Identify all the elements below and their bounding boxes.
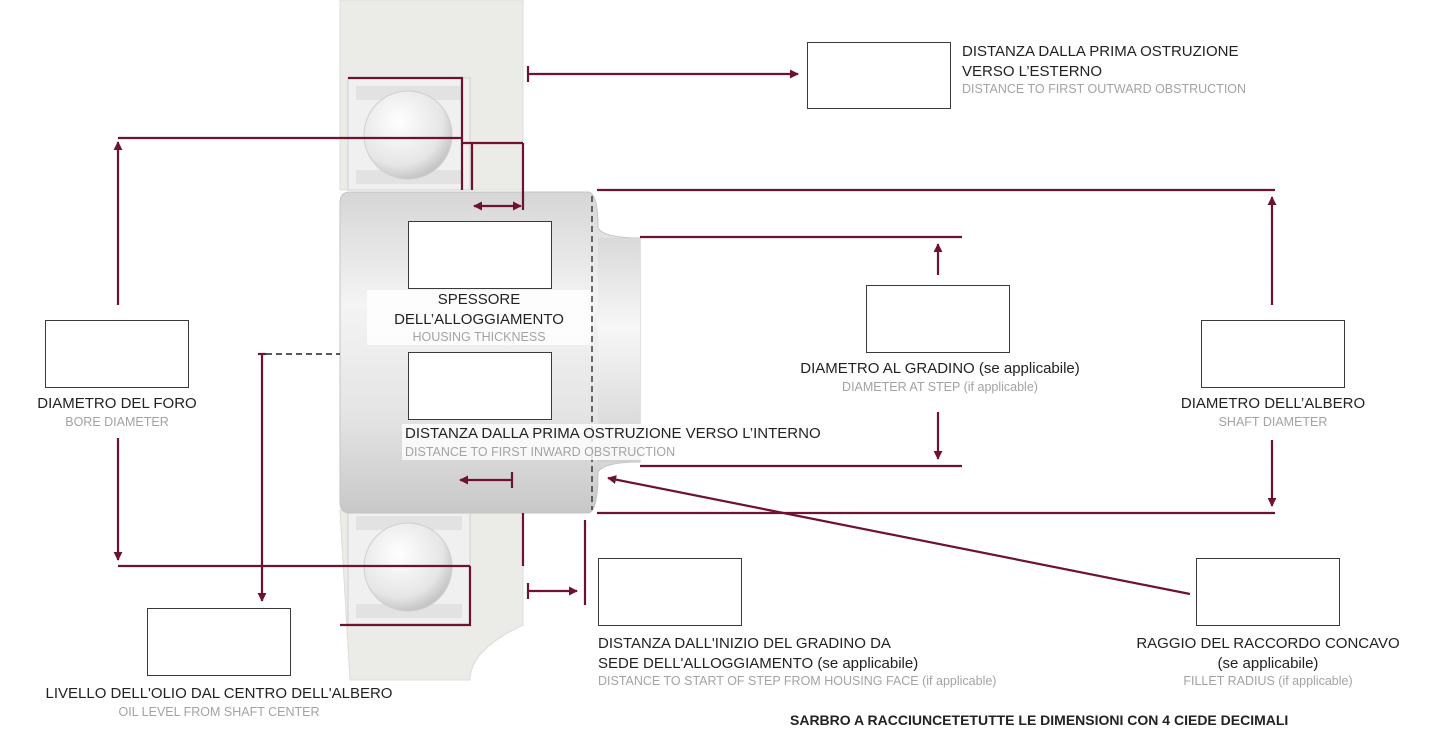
bore-diameter-label-en: BORE DIAMETER — [65, 414, 169, 429]
step-diameter-box[interactable] — [866, 285, 1010, 353]
inward-label-it: DISTANZA DALLA PRIMA OSTRUZIONE VERSO L’… — [405, 425, 821, 442]
fillet-label-it-1: RAGGIO DEL RACCORDO CONCAVO — [1136, 635, 1400, 652]
step-start-box[interactable] — [598, 558, 742, 626]
step-start-label-it-2: SEDE DELL'ALLOGGIAMENTO (se applicabile) — [598, 654, 919, 672]
bore-diameter-box[interactable] — [45, 320, 189, 388]
oil-level-label-it: LIVELLO DELL'OLIO DAL CENTRO DELL'ALBERO — [45, 685, 393, 702]
outward-label-it-1: DISTANZA DALLA PRIMA OSTRUZIONE — [962, 43, 1239, 60]
oil-level-label: LIVELLO DELL'OLIO DAL CENTRO DELL'ALBERO… — [3, 684, 435, 720]
fillet-radius-label: RAGGIO DEL RACCORDO CONCAVO (se applicab… — [1120, 634, 1416, 689]
step-diameter-label: DIAMETRO AL GRADINO (se applicabile) DIA… — [754, 359, 1126, 395]
housing-thickness-label-it-2: DELL’ALLOGGIAMENTO — [394, 310, 564, 328]
housing-thickness-label: SPESSORE DELL’ALLOGGIAMENTO HOUSING THIC… — [367, 290, 591, 346]
outward-obstruction-box[interactable] — [807, 42, 951, 109]
inward-label-en: DISTANCE TO FIRST INWARD OBSTRUCTION — [405, 444, 676, 459]
step-start-label: DISTANZA DALL'INIZIO DEL GRADINO DA SEDE… — [598, 634, 996, 689]
fillet-label-it-2: (se applicabile) — [1217, 654, 1319, 672]
shaft-diameter-label: DIAMETRO DELL’ALBERO SHAFT DIAMETER — [1143, 394, 1403, 430]
step-start-label-it-1: DISTANZA DALL'INIZIO DEL GRADINO DA — [598, 635, 891, 652]
shaft-diameter-label-en: SHAFT DIAMETER — [1218, 414, 1328, 429]
step-diameter-label-it: DIAMETRO AL GRADINO (se applicabile) — [800, 360, 1080, 377]
step-diameter-label-en: DIAMETER AT STEP (if applicable) — [842, 379, 1038, 394]
footer-instruction: SARBRO A RACCIUNCETETUTTE LE DIMENSIONI … — [790, 712, 1289, 728]
step-start-label-en: DISTANCE TO START OF STEP FROM HOUSING F… — [598, 674, 997, 688]
bore-diameter-label-it: DIAMETRO DEL FORO — [37, 395, 197, 412]
oil-level-label-en: OIL LEVEL FROM SHAFT CENTER — [118, 704, 320, 719]
outward-obstruction-label: DISTANZA DALLA PRIMA OSTRUZIONE VERSO L’… — [962, 42, 1246, 97]
oil-level-box[interactable] — [147, 608, 291, 676]
housing-thickness-label-it-1: SPESSORE — [437, 291, 521, 308]
fillet-label-en: FILLET RADIUS (if applicable) — [1183, 674, 1353, 688]
outward-label-it-2: VERSO L’ESTERNO — [962, 62, 1103, 80]
outward-label-en: DISTANCE TO FIRST OUTWARD OBSTRUCTION — [962, 82, 1247, 96]
upper-bearing — [347, 77, 471, 191]
fillet-radius-box[interactable] — [1196, 558, 1340, 626]
shaft-diameter-box[interactable] — [1201, 320, 1345, 388]
inward-obstruction-box[interactable] — [408, 352, 552, 420]
housing-thickness-label-en: HOUSING THICKNESS — [412, 330, 546, 344]
inward-obstruction-label: DISTANZA DALLA PRIMA OSTRUZIONE VERSO L’… — [402, 424, 824, 460]
shaft-diameter-label-it: DIAMETRO DELL’ALBERO — [1180, 395, 1366, 412]
housing-thickness-box[interactable] — [408, 221, 552, 289]
bore-diameter-label: DIAMETRO DEL FORO BORE DIAMETER — [7, 394, 227, 430]
